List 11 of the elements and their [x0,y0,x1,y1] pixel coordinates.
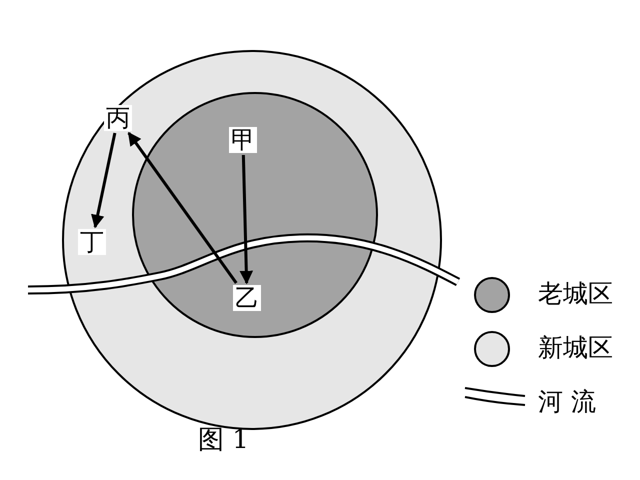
legend-label: 老城区 [538,279,613,309]
point-label: 乙 [233,285,261,311]
legend-label: 河 流 [538,387,596,417]
arrow [128,132,238,284]
arrow [240,154,254,284]
figure-caption: 图 1 [198,424,249,457]
legend-label: 新城区 [538,333,613,363]
point-label: 丙 [104,105,132,131]
point-label: 丁 [78,229,106,255]
arrow [91,132,116,228]
point-label: 甲 [229,127,257,153]
